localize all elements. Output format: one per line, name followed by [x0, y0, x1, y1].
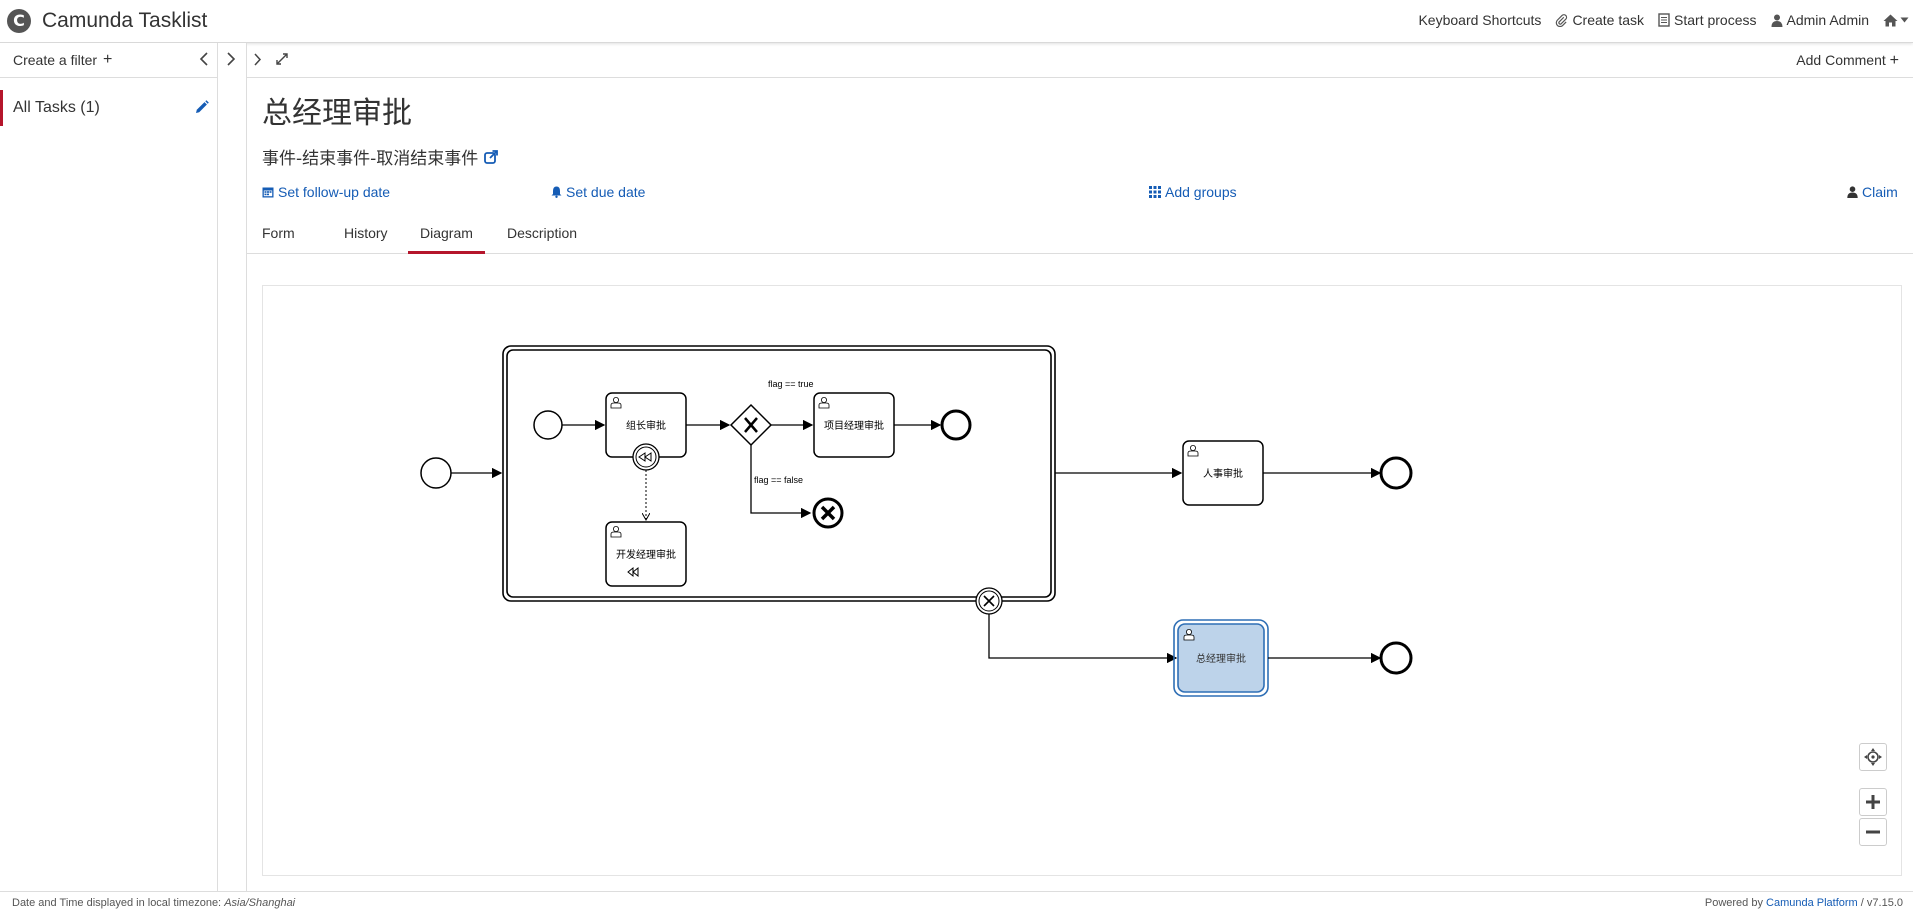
inner-start-event[interactable] [533, 410, 563, 440]
set-due-date[interactable]: Set due date [551, 184, 645, 200]
powered-by: Powered by Camunda Platform / v7.15.0 [1705, 897, 1903, 909]
add-comment-button[interactable]: Add Comment + [1796, 52, 1899, 70]
external-link-icon[interactable] [484, 149, 499, 164]
condition-label-true: flag == true [768, 379, 814, 389]
camunda-logo[interactable]: C [7, 9, 31, 33]
plus-icon: + [1889, 52, 1899, 69]
add-comment-label: Add Comment [1796, 52, 1886, 68]
task-detail: Add Comment + 总经理审批 事件-结束事件-取消结束事件 Set f… [247, 43, 1913, 891]
plus-icon[interactable]: + [103, 51, 113, 68]
subprocess-inner-border [506, 349, 1052, 598]
claim-button[interactable]: Claim [1847, 184, 1898, 200]
user-icon [1771, 14, 1783, 27]
filter-item-all-tasks[interactable]: All Tasks (1) [0, 90, 217, 126]
tab-form[interactable]: Form [262, 225, 295, 241]
list-gutter [218, 43, 247, 891]
add-groups-label: Add groups [1165, 184, 1237, 200]
footer: Date and Time displayed in local timezon… [0, 891, 1913, 916]
process-name-text: 事件-结束事件-取消结束事件 [262, 149, 479, 169]
task-label-dev-manager: 开发经理审批 [616, 548, 676, 561]
calendar-icon [262, 187, 274, 198]
timezone-value: Asia/Shanghai [224, 897, 296, 909]
top-nav: Keyboard Shortcuts Create task Start pro… [1418, 12, 1913, 28]
user-icon [1847, 186, 1858, 198]
powered-by-label: Powered by [1704, 897, 1763, 909]
plus-icon [1866, 795, 1880, 809]
tab-diagram[interactable]: Diagram [408, 215, 485, 254]
user-task-general-manager[interactable] [1177, 623, 1265, 693]
pencil-icon[interactable] [195, 100, 209, 114]
compensation-symbol [638, 452, 652, 462]
chevron-left-icon[interactable] [199, 52, 209, 66]
start-event[interactable] [420, 457, 452, 489]
end-event-general-manager[interactable] [1379, 641, 1413, 675]
chevron-right-icon[interactable] [226, 52, 236, 66]
zoom-out-button[interactable] [1859, 818, 1887, 846]
end-event-hr[interactable] [1379, 456, 1413, 490]
cancel-boundary-x-marker [983, 595, 995, 607]
bpmn-canvas: 组长审批 开发经理审批 flag == true 项目经理审批 [420, 345, 1413, 697]
task-name: 总经理审批 [262, 96, 412, 131]
user-name: Admin Admin [1786, 12, 1869, 28]
zoom-in-button[interactable] [1859, 788, 1887, 816]
user-task-dev-manager[interactable] [605, 521, 687, 587]
start-process-label: Start process [1674, 12, 1757, 28]
user-menu[interactable]: Admin Admin [1771, 12, 1869, 28]
due-date-label: Set due date [566, 184, 646, 200]
keyboard-shortcuts-link[interactable]: Keyboard Shortcuts [1418, 12, 1541, 28]
bell-icon [551, 186, 562, 198]
create-task-link[interactable]: Create task [1555, 12, 1644, 28]
compensation-marker-icon [627, 566, 639, 578]
sidebar-header: Create a filter + [0, 43, 217, 78]
paperclip-icon [1556, 13, 1568, 27]
condition-label-false: flag == false [754, 475, 803, 485]
bpmn-diagram[interactable]: 组长审批 开发经理审批 flag == true 项目经理审批 [262, 285, 1902, 876]
timezone-prefix: Date and Time displayed in local timezon… [12, 897, 222, 909]
camunda-platform-link[interactable]: Camunda Platform [1766, 897, 1858, 909]
filter-label: All Tasks (1) [13, 99, 100, 116]
claim-label: Claim [1862, 184, 1898, 200]
sequence-flow [750, 445, 812, 519]
task-label-general-manager: 总经理审批 [1196, 652, 1246, 665]
timezone-note: Date and Time displayed in local timezon… [12, 897, 295, 909]
expand-icon[interactable] [275, 52, 289, 66]
start-process-link[interactable]: Start process [1658, 12, 1757, 28]
version-label: / v7.15.0 [1860, 897, 1903, 909]
cancel-boundary-inner-ring [978, 590, 1000, 612]
task-label-hr: 人事审批 [1203, 467, 1243, 480]
compensation-boundary-inner-ring [635, 446, 657, 468]
task-toolbar: Add Comment + [247, 43, 1913, 78]
compensation-boundary-event[interactable] [632, 443, 660, 471]
add-groups[interactable]: Add groups [1149, 184, 1237, 200]
cancel-x-marker [820, 505, 836, 521]
set-follow-up-date[interactable]: Set follow-up date [262, 184, 390, 200]
task-label-project-manager: 项目经理审批 [824, 419, 884, 432]
follow-up-label: Set follow-up date [278, 184, 391, 200]
inner-end-event[interactable] [940, 409, 972, 441]
home-icon [1883, 14, 1898, 26]
task-tabs: Form History Diagram Description [247, 215, 1913, 254]
top-navbar: C Camunda Tasklist Keyboard Shortcuts Cr… [0, 0, 1913, 43]
grid-icon [1149, 186, 1161, 198]
home-menu[interactable] [1883, 14, 1909, 27]
tab-description[interactable]: Description [507, 225, 578, 241]
process-definition-name[interactable]: 事件-结束事件-取消结束事件 [262, 144, 499, 169]
keyboard-shortcuts-label: Keyboard Shortcuts [1418, 12, 1542, 28]
task-label-team-leader: 组长审批 [626, 419, 666, 432]
caret-down-icon [1900, 17, 1909, 23]
app-title[interactable]: Camunda Tasklist [42, 9, 208, 32]
gateway-x-marker [744, 417, 758, 433]
create-task-label: Create task [1572, 12, 1645, 28]
sequence-flow [988, 614, 1178, 664]
chevron-right-icon[interactable] [253, 53, 262, 66]
create-filter-link[interactable]: Create a filter [13, 52, 98, 68]
crosshair-icon [1864, 748, 1882, 766]
minus-icon [1866, 830, 1880, 834]
tab-history[interactable]: History [344, 225, 388, 241]
document-icon [1658, 13, 1670, 27]
filter-sidebar: Create a filter + All Tasks (1) [0, 43, 218, 891]
reset-zoom-button[interactable] [1859, 743, 1887, 771]
